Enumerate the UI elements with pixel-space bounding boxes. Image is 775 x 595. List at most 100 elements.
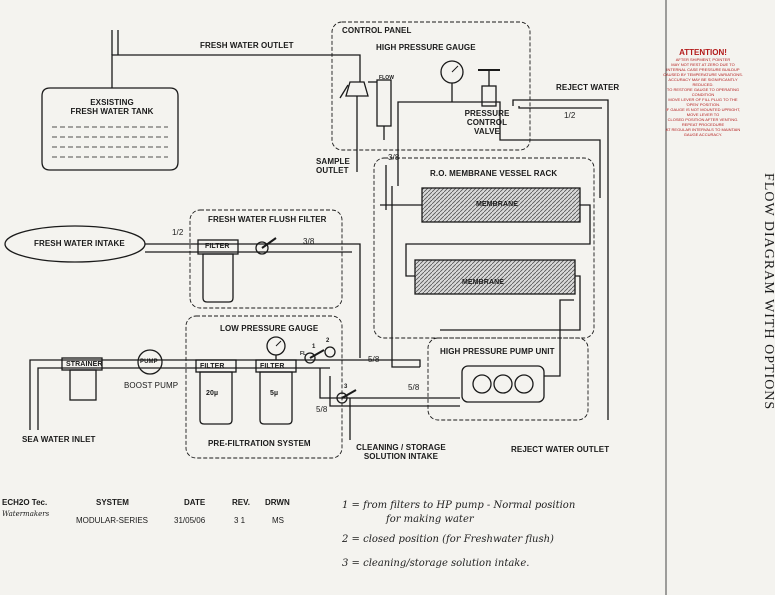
date-value: 31/05/06 xyxy=(174,516,206,525)
fresh-water-tank xyxy=(41,87,179,171)
company-name: ECH2O Tec. xyxy=(2,498,48,507)
flush-filter-housing xyxy=(202,253,234,303)
high-pressure-gauge-label: HIGH PRESSURE GAUGE xyxy=(376,43,476,52)
membrane-vessel-2 xyxy=(414,259,576,295)
pressure-control-valve-label: PRESSURE CONTROL VALVE xyxy=(464,109,510,136)
pump-feed-line-2 xyxy=(329,376,460,407)
flush-valve-handle xyxy=(261,237,277,249)
lp-gauge-needle xyxy=(275,340,282,347)
reject-size-label: 1/2 xyxy=(564,111,576,120)
attention-line: TO RESTORE GAUGE TO OPERATING CONDITION xyxy=(666,87,740,97)
membrane-vessel-1 xyxy=(421,187,581,223)
date-header: DATE xyxy=(184,498,206,507)
flush-valve xyxy=(255,241,269,255)
hp-gauge-needle xyxy=(451,65,459,73)
valve-number-3: 3 xyxy=(344,384,348,390)
size-label-3-8-flush: 3/8 xyxy=(303,237,315,246)
fresh-water-flush-filter-label: FRESH WATER FLUSH FILTER xyxy=(208,215,327,224)
pump-piston-3 xyxy=(514,374,534,394)
valve-number-2: 2 xyxy=(326,338,330,344)
pump-label: PUMP xyxy=(140,359,158,365)
micron-5-label: 5µ xyxy=(270,390,279,397)
pre-filtration-box xyxy=(185,315,343,459)
pump-outlet-line xyxy=(544,299,574,377)
control-panel-box xyxy=(331,21,531,151)
sea-water-inlet-pipe-2 xyxy=(37,367,330,430)
reject-water-outlet-label: REJECT WATER OUTLET xyxy=(511,445,610,454)
fresh-water-intake-pipe xyxy=(145,243,361,358)
attention-line: IF GAUGE IS NOT MOUNTED UPRIGHT, MOVE LE… xyxy=(665,107,741,117)
rev-value: 3 1 xyxy=(234,516,246,525)
fresh-water-outlet-label: FRESH WATER OUTLET xyxy=(200,41,294,50)
attention-line: AT REGULAR INTERVALS TO MAINTAIN GAUGE A… xyxy=(665,127,741,137)
low-pressure-gauge-label: LOW PRESSURE GAUGE xyxy=(220,324,319,333)
vessel-connector xyxy=(405,204,591,277)
attention-line: AFTER SHIPMENT, POINTER xyxy=(675,57,731,62)
note-1: 1 = from filters to HP pump - Normal pos… xyxy=(342,500,576,511)
membrane-vessel-rack xyxy=(373,157,595,339)
size-label-5-8-c: 5/8 xyxy=(316,405,328,414)
micron-20-label: 20µ xyxy=(206,390,219,397)
vessel-rack-label: R.O. MEMBRANE VESSEL RACK xyxy=(430,169,558,178)
fresh-water-outlet-pipe xyxy=(111,54,361,88)
system-header: SYSTEM xyxy=(96,498,129,507)
attention-line: MOVE LEVER OF FILL PLUG TO THE 'OPEN' PO… xyxy=(668,97,738,107)
vessel-2-outlet xyxy=(440,275,581,331)
pressure-control-valve xyxy=(481,85,497,107)
size-label-1-2-intake: 1/2 xyxy=(172,228,184,237)
sample-valve-handle xyxy=(339,84,349,99)
strainer-bowl xyxy=(69,369,97,401)
flow-meter-label: FLOW xyxy=(379,75,395,81)
high-pressure-pump-unit-label: HIGH PRESSURE PUMP UNIT xyxy=(440,347,555,356)
valve-3-handle xyxy=(341,389,357,399)
sea-water-inlet-label: SEA WATER INLET xyxy=(22,435,96,444)
pump-feed-line xyxy=(319,368,460,399)
membrane-2-label: MEMBRANE xyxy=(462,279,505,286)
reject-water-pipe-inner xyxy=(518,106,602,109)
reject-water-pipe xyxy=(512,99,609,392)
flush-filter-label: FILTER xyxy=(205,243,230,250)
boost-pump xyxy=(137,349,163,375)
pump-piston-2 xyxy=(493,374,513,394)
flow-meter xyxy=(376,79,392,127)
flow-direction-label: FL xyxy=(300,351,307,357)
hp-line-top xyxy=(397,101,501,186)
note-3: 3 = cleaning/storage solution intake. xyxy=(342,558,530,569)
reject-water-label: REJECT WATER xyxy=(556,83,620,92)
system-value: MODULAR-SERIES xyxy=(76,516,149,525)
concentrate-line xyxy=(499,106,601,198)
valve-number-1: 1 xyxy=(312,344,316,350)
drwn-value: MS xyxy=(272,516,284,525)
membrane-1-label: MEMBRANE xyxy=(476,201,519,208)
sample-outlet-label: SAMPLE OUTLET xyxy=(316,157,350,175)
attention-line: INTERNAL CASE PRESSURE BUILDUP xyxy=(666,67,740,72)
valve-1-handle xyxy=(309,349,325,359)
size-label-5-8-b: 5/8 xyxy=(408,383,420,392)
pump-piston-1 xyxy=(472,374,492,394)
attention-line: CLOSED POSITION AFTER VENTING. REPEAT PR… xyxy=(667,117,739,127)
diagram-title: FLOW DIAGRAM WITH OPTIONS xyxy=(761,173,775,411)
note-2: 2 = closed position (for Freshwater flus… xyxy=(342,534,554,545)
attention-line: ACCURACY MAY BE SIGNIFICANTLY REDUCED. xyxy=(668,77,738,87)
attention-sticker: ATTENTION! AFTER SHIPMENT, POINTER MAY N… xyxy=(662,48,744,137)
filter-20-housing xyxy=(199,371,233,425)
control-panel-label: CONTROL PANEL xyxy=(342,26,412,35)
attention-line: CAUSED BY TEMPERATURE VARIATIONS. xyxy=(663,72,743,77)
drwn-header: DRWN xyxy=(265,498,290,507)
rev-header: REV. xyxy=(232,498,250,507)
filter-5-housing xyxy=(259,371,293,425)
valve-1 xyxy=(304,352,316,364)
fresh-water-flush-filter-box xyxy=(189,209,343,309)
valve-2 xyxy=(324,346,336,358)
filter-20-label: FILTER xyxy=(200,363,225,370)
hp-pump xyxy=(461,365,545,403)
pre-filtration-label: PRE-FILTRATION SYSTEM xyxy=(208,439,311,448)
attention-line: MAY NOT REST AT ZERO DUE TO xyxy=(671,62,735,67)
size-label-3-8-top: 3/8 xyxy=(388,153,400,162)
pump-to-vessel xyxy=(391,186,420,368)
filter-5-label: FILTER xyxy=(260,363,285,370)
boost-pump-label: BOOST PUMP xyxy=(124,381,179,390)
strainer-label: STRAINER xyxy=(66,361,103,368)
size-label-5-8-a: 5/8 xyxy=(368,355,380,364)
